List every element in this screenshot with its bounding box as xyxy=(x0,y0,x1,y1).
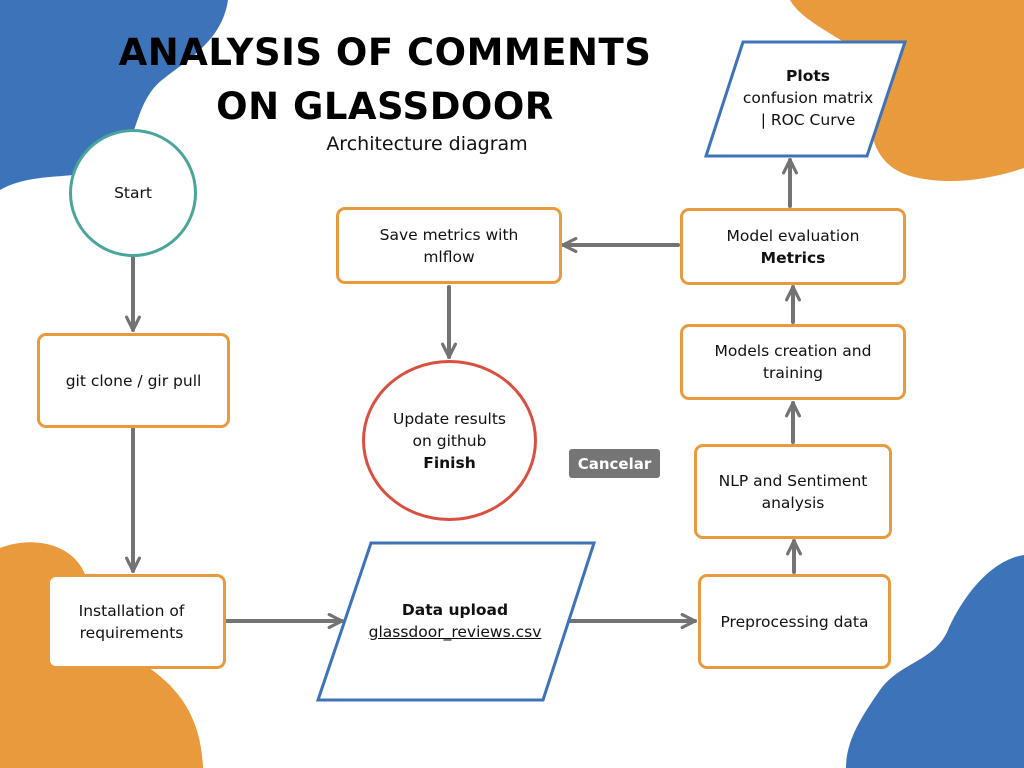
data-upload-shape xyxy=(315,541,597,702)
preprocessing-node: Preprocessing data xyxy=(698,574,891,669)
finish-label-line-2: on github xyxy=(412,431,487,450)
data-upload-title: Data upload xyxy=(401,601,509,619)
git-clone-node: git clone / gir pull xyxy=(37,333,230,428)
evaluation-metrics-label: Metrics xyxy=(760,248,826,267)
installation-node: Installation of requirements xyxy=(47,574,226,669)
plots-shape xyxy=(703,40,908,158)
nlp-label-line-1: NLP and Sentiment xyxy=(718,471,868,490)
installation-label-line-2: requirements xyxy=(79,623,184,642)
plots-label-line-2: | ROC Curve xyxy=(760,111,856,129)
installation-label-line-1: Installation of xyxy=(78,601,185,620)
mlflow-node: Save metrics with mlflow xyxy=(336,207,562,284)
title-line-2: ON GLASSDOOR xyxy=(216,85,554,128)
models-label-line-2: training xyxy=(762,364,824,382)
data-upload-node: Data upload glassdoor_reviews.csv xyxy=(350,585,560,657)
evaluation-node: Model evaluation Metrics xyxy=(680,208,906,285)
start-node: Start xyxy=(69,129,197,257)
models-label-line-1: Models creation and xyxy=(714,342,872,360)
plots-node: Plots confusion matrix | ROC Curve xyxy=(728,62,888,134)
cancel-button[interactable]: Cancelar xyxy=(569,449,660,478)
git-clone-label: git clone / gir pull xyxy=(65,371,202,390)
blob-bottom-right xyxy=(846,555,1024,768)
plots-title: Plots xyxy=(786,67,830,85)
blob-top-right xyxy=(790,0,1024,182)
preprocessing-label: Preprocessing data xyxy=(720,612,869,631)
plots-label-line-1: confusion matrix xyxy=(742,89,874,107)
models-node: Models creation and training xyxy=(680,324,906,400)
blob-top-left xyxy=(0,0,228,190)
mlflow-label-line-1: Save metrics with xyxy=(379,225,519,244)
page-title: ANALYSIS OF COMMENTS ON GLASSDOOR xyxy=(100,26,670,134)
page-subtitle: Architecture diagram xyxy=(326,133,528,155)
data-upload-file: glassdoor_reviews.csv xyxy=(368,623,542,641)
finish-node: Update results on github Finish xyxy=(362,360,537,521)
finish-label-line-1: Update results xyxy=(393,409,506,428)
evaluation-label-line-1: Model evaluation xyxy=(726,226,860,245)
start-label: Start xyxy=(114,184,152,202)
finish-label-line-3: Finish xyxy=(423,453,476,472)
nlp-label-line-2: analysis xyxy=(761,493,825,512)
mlflow-label-line-2: mlflow xyxy=(423,247,475,266)
nlp-node: NLP and Sentiment analysis xyxy=(694,444,892,539)
title-line-1: ANALYSIS OF COMMENTS xyxy=(118,31,652,74)
